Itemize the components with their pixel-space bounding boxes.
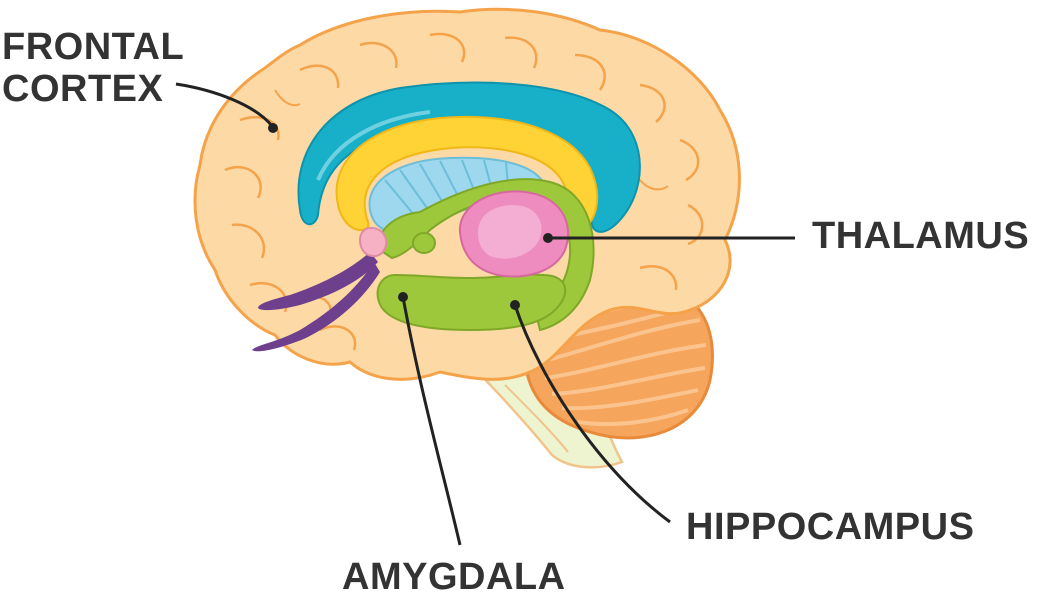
amygdala-dot <box>398 292 408 302</box>
amygdala-label: AMYGDALA <box>342 556 566 598</box>
mammillary-body <box>413 233 435 253</box>
frontal-cortex-label-line2: CORTEX <box>2 68 184 110</box>
hippocampus-label: HIPPOCAMPUS <box>686 506 974 548</box>
frontal-cortex-dot <box>268 123 278 133</box>
frontal-cortex-label: FRONTAL CORTEX <box>2 26 184 110</box>
thalamus <box>460 191 568 276</box>
pituitary <box>360 228 386 256</box>
hippocampus-dot <box>510 300 520 310</box>
thalamus-label: THALAMUS <box>812 215 1029 257</box>
hippocampus-body <box>378 275 566 330</box>
thalamus-dot <box>543 233 553 243</box>
frontal-cortex-label-line1: FRONTAL <box>2 26 184 68</box>
